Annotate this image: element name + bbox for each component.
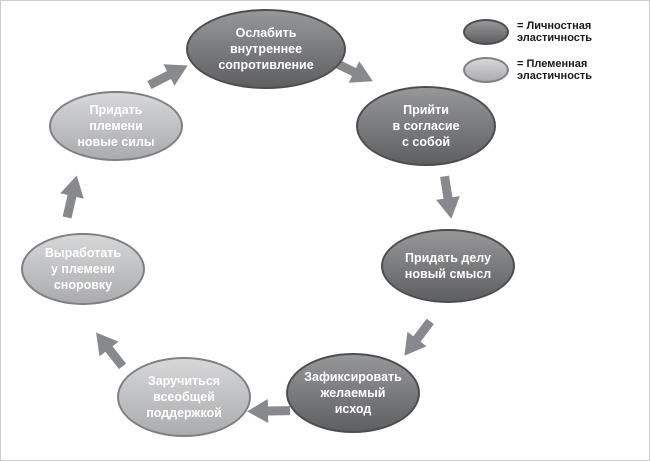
arrow-4 (247, 399, 291, 423)
node-fix-desired-outcome: Зафиксировать желаемый исход (286, 353, 420, 433)
node-give-new-meaning: Придать делу новый смысл (381, 229, 515, 303)
arrow-1 (332, 58, 373, 83)
arrow-6 (60, 175, 84, 219)
arrow-5 (96, 332, 127, 370)
legend: = Личностная эластичность = Племенная эл… (463, 19, 649, 83)
tribal-elasticity-swatch-icon (463, 57, 509, 83)
personal-elasticity-swatch-icon (463, 19, 509, 45)
arrow-3 (404, 318, 434, 356)
node-give-tribe-new-strength: Придать племени новые силы (49, 91, 183, 161)
arrow-2 (436, 175, 460, 219)
node-build-tribe-skill: Выработать у племени сноровку (21, 233, 145, 305)
arrows (60, 58, 460, 423)
legend-item-tribal: = Племенная эластичность (463, 57, 649, 83)
legend-item-personal: = Личностная эластичность (463, 19, 649, 45)
legend-label-personal: = Личностная эластичность (517, 20, 593, 44)
node-reach-self-agreement: Прийти в согласие с собой (356, 86, 496, 166)
node-weaken-inner-resistance: Ослабить внутреннее сопротивление (186, 9, 346, 89)
arrow-7 (147, 64, 188, 89)
legend-label-tribal: = Племенная эластичность (517, 58, 593, 82)
node-gain-universal-support: Заручиться всеобщей поддержкой (117, 357, 251, 437)
